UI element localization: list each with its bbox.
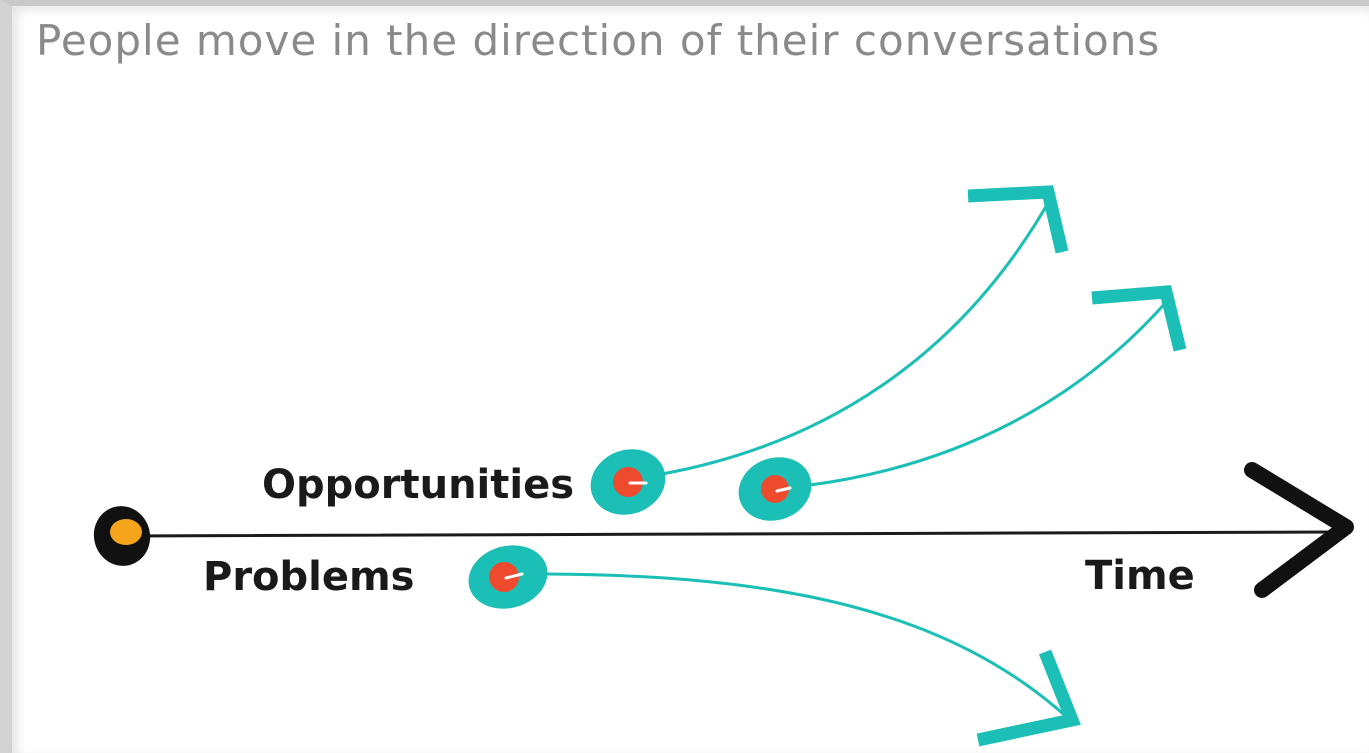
opportunity-node-1 — [590, 449, 666, 515]
problem-node — [468, 545, 548, 609]
opportunity-node-2 — [738, 457, 812, 521]
slide-title: People move in the direction of their co… — [36, 16, 1161, 65]
time-axis-arrowhead — [1244, 462, 1354, 598]
label-opportunities: Opportunities — [262, 462, 574, 508]
time-axis-line — [116, 530, 1337, 538]
opportunity-arrow-2 — [808, 285, 1187, 487]
problem-arrow — [543, 572, 1081, 747]
label-time: Time — [1085, 553, 1195, 599]
opportunity-arrow-1 — [660, 185, 1069, 476]
label-problems: Problems — [203, 554, 414, 600]
origin-dot — [93, 506, 151, 566]
